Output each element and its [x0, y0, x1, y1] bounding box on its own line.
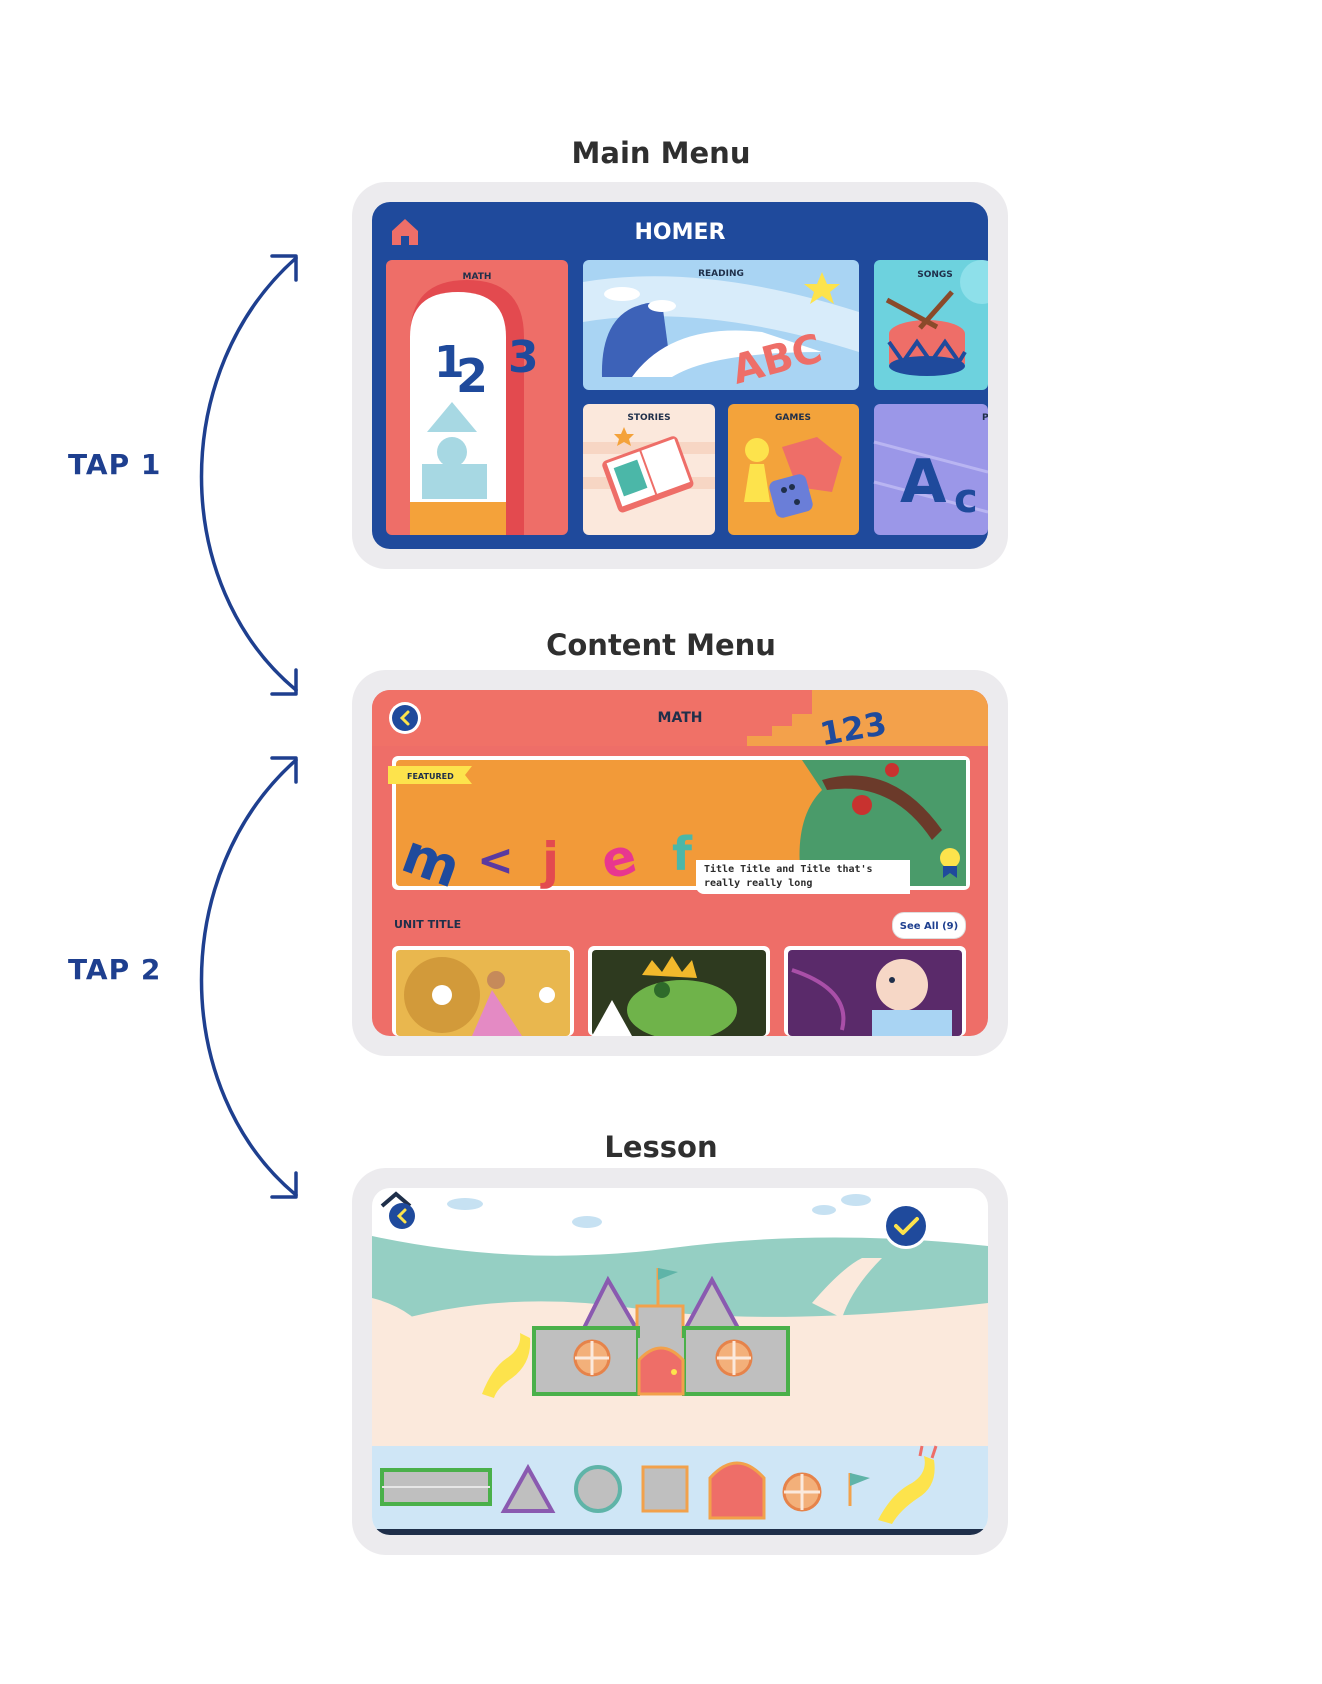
check-button[interactable] — [883, 1203, 929, 1249]
tap-2-arrowhead-bottom — [270, 1171, 298, 1199]
featured-letters-art-2: < — [477, 835, 514, 886]
featured-banner[interactable]: m < j e f — [392, 756, 970, 900]
content-menu-title: Content Menu — [546, 628, 776, 662]
tap-2-arrow — [199, 758, 298, 1197]
featured-tag: FEATURED — [388, 766, 472, 784]
songs-tile-label: SONGS — [917, 270, 953, 280]
songs-tile[interactable]: SONGS — [874, 260, 988, 390]
stories-tile[interactable]: STORIES — [583, 404, 715, 535]
main-menu-device: HOMER 1 2 3 MATH — [352, 182, 1008, 569]
door-piece[interactable] — [708, 1461, 766, 1520]
reading-tile-label: READING — [698, 269, 744, 279]
games-tile[interactable]: GAMES — [728, 404, 859, 535]
badge-icon — [940, 848, 960, 878]
back-button[interactable] — [389, 702, 421, 734]
triangle-piece[interactable] — [500, 1463, 556, 1513]
tap-2-arrowhead-top — [270, 756, 298, 784]
letters-tile-label: P — [982, 413, 988, 423]
flag-piece[interactable] — [848, 1473, 870, 1506]
math-3-art: 3 — [508, 332, 539, 383]
stories-tile-label: STORIES — [627, 413, 670, 423]
reading-tile[interactable]: ABC READING — [583, 260, 859, 394]
lesson-device — [352, 1168, 1008, 1555]
round-window-piece[interactable] — [574, 1465, 622, 1513]
tap-1-arrowhead-bottom — [270, 668, 298, 696]
homer-logo: HOMER — [635, 220, 726, 245]
brick-wall-piece[interactable] — [380, 1468, 492, 1506]
content-menu-screen: MATH 123 m < j e f FEATURED — [372, 690, 988, 1036]
slide-piece[interactable] — [878, 1445, 938, 1524]
unit-title: UNIT TITLE — [394, 918, 461, 931]
cross-window-piece[interactable] — [782, 1472, 822, 1512]
lesson-back-button[interactable] — [380, 1191, 415, 1229]
letters-tile-art: A — [900, 447, 947, 517]
tap-1-arrowhead-top — [270, 254, 298, 282]
math-tile-label: MATH — [463, 272, 492, 282]
unit-card[interactable] — [588, 946, 770, 1036]
unit-card[interactable] — [392, 946, 574, 1036]
featured-letters-art-5: f — [672, 827, 693, 881]
letters-tile-partial[interactable]: A c P — [873, 404, 988, 535]
see-all-button[interactable]: See All (9) — [892, 912, 966, 939]
featured-tag-label: FEATURED — [407, 772, 454, 781]
content-menu-header: MATH — [658, 710, 703, 726]
castle-scene — [482, 1268, 790, 1398]
math-2-art: 2 — [456, 349, 488, 403]
home-icon[interactable] — [392, 219, 418, 245]
unit-card[interactable] — [784, 946, 966, 1036]
lesson-screen — [372, 1188, 988, 1535]
math-123-art: 1 — [434, 337, 465, 388]
lesson-title: Lesson — [604, 1130, 718, 1164]
featured-letters-art-3: j — [540, 832, 559, 890]
square-block-piece[interactable] — [641, 1465, 689, 1513]
math-tile[interactable]: 1 2 3 MATH — [386, 260, 568, 535]
tap-1-arrow — [199, 256, 298, 692]
featured-caption[interactable]: Title Title and Title that's really real… — [696, 860, 910, 894]
main-menu-screen: HOMER 1 2 3 MATH — [372, 202, 988, 549]
tap-1-label: TAP 1 — [68, 448, 162, 481]
tap-2-label: TAP 2 — [68, 953, 162, 986]
letters-tile-art-2: c — [954, 476, 978, 522]
main-menu-title: Main Menu — [571, 136, 751, 170]
games-tile-label: GAMES — [775, 413, 811, 423]
content-menu-device: MATH 123 m < j e f FEATURED — [352, 670, 1008, 1056]
